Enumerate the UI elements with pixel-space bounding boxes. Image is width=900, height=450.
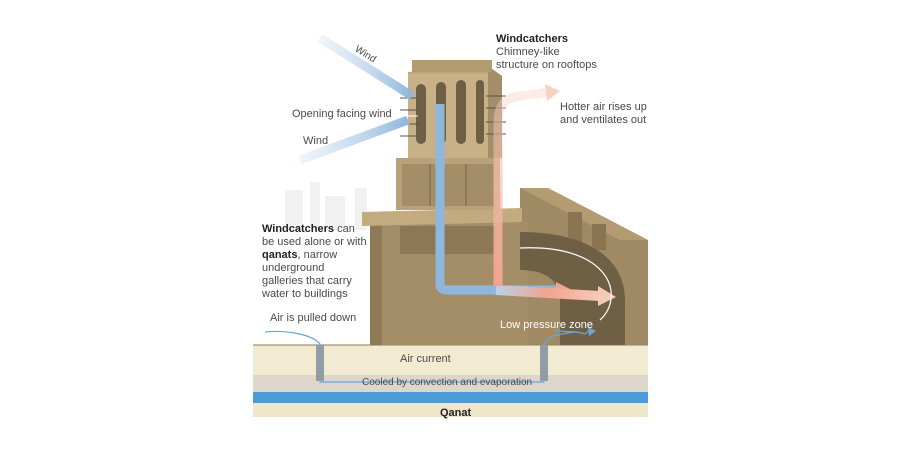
info-line3: qanats, narrow	[262, 248, 337, 262]
info-line6: water to buildings	[262, 288, 348, 300]
info-line1: Windcatchers can	[262, 222, 355, 236]
low-pressure-zone-label: Low pressure zone	[500, 319, 593, 331]
windcatchers-desc-line2: structure on rooftops	[496, 59, 597, 71]
warm-air-column	[493, 87, 549, 286]
info-line4: underground	[262, 262, 325, 274]
info-bold-windcatchers: Windcatchers	[262, 223, 335, 235]
hotter-air-label-line1: Hotter air rises up	[560, 101, 647, 113]
hotter-air-label-line2: and ventilates out	[560, 114, 647, 126]
windcatchers-title: Windcatchers	[496, 33, 569, 45]
info-line2: be used alone or with	[262, 236, 367, 248]
info-line5: galleries that carry	[262, 275, 352, 287]
windcatcher-tower	[362, 60, 522, 254]
wind-label-left: Wind	[303, 135, 329, 147]
wind-arrow-top	[317, 34, 415, 100]
wind-arrows	[298, 34, 572, 298]
qanat-label: Qanat	[440, 407, 472, 419]
air-pulled-down-label: Air is pulled down	[270, 312, 357, 324]
cool-air-column	[435, 104, 560, 295]
warm-air-path	[493, 84, 616, 321]
info-text-narrow: , narrow	[297, 249, 338, 261]
windcatchers-desc-line1: Chimney-like	[496, 46, 560, 58]
qanat-water	[253, 392, 648, 403]
wind-arrow-left	[298, 115, 410, 165]
air-current-line	[264, 327, 596, 383]
info-bold-qanats: qanats	[262, 249, 298, 261]
info-text-can: can	[334, 223, 355, 235]
cooled-label: Cooled by convection and evaporation	[362, 377, 533, 388]
opening-facing-wind-label: Opening facing wind	[292, 108, 392, 120]
air-current-label: Air current	[400, 353, 451, 365]
